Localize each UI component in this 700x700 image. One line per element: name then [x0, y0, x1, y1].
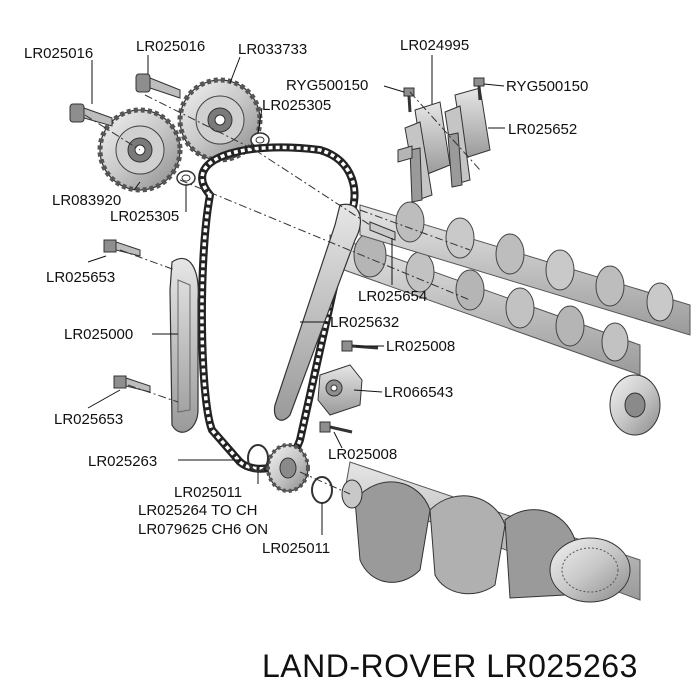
fixed-guide [273, 203, 362, 421]
label-lr024995: LR024995 [400, 37, 470, 54]
tensioner-guide [169, 257, 199, 433]
label-lr025000: LR025000 [64, 326, 134, 343]
label-lr079625: LR079625 CH6 ON [138, 521, 269, 538]
chain-tensioner [317, 364, 363, 416]
intake-camshaft [329, 232, 641, 376]
label-lr025654: LR025654 [358, 288, 428, 305]
seal-washer-lower [176, 170, 196, 186]
label-lr025652: LR025652 [508, 121, 578, 138]
solenoid-bolt-left [403, 87, 415, 113]
sprocket-bolt-left [69, 103, 113, 127]
label-lr025305-upper: LR025305 [262, 97, 332, 114]
crankshaft [341, 461, 641, 603]
solenoid-bolt-right [473, 77, 485, 101]
timing-chain [197, 143, 359, 473]
tensioner-bolt-lower [113, 375, 151, 393]
guide-pin [369, 221, 396, 241]
label-lr066543: LR066543 [384, 384, 454, 401]
label-lr033733: LR033733 [238, 41, 308, 58]
label-ryg500150-right: RYG500150 [506, 78, 589, 95]
vvt-solenoid-right [444, 87, 491, 188]
label-lr025632: LR025632 [330, 314, 400, 331]
vvt-solenoid-left [397, 101, 451, 203]
crank-sprocket [266, 443, 310, 493]
label-lr025011-upper: LR025011 [174, 484, 243, 501]
label-ryg500150-left: RYG500150 [286, 77, 369, 94]
label-lr025653-upper: LR025653 [46, 269, 116, 286]
label-lr025653-lower: LR025653 [54, 411, 124, 428]
label-lr025008-upper: LR025008 [386, 338, 456, 355]
sprocket-bolt-right [135, 73, 181, 99]
seal-washer-upper [250, 132, 270, 148]
part-caption: LAND-ROVER LR025263 [262, 648, 638, 684]
crank-seal-rear [311, 476, 333, 504]
label-lr025264: LR025264 TO CH [138, 502, 258, 519]
label-lr025008-lower: LR025008 [328, 446, 398, 463]
label-lr025011-lower: LR025011 [262, 540, 331, 557]
label-lr083920: LR083920 [52, 192, 122, 209]
guide-bolt-lower [319, 421, 353, 434]
alignment-lines [84, 91, 481, 495]
leader-lines [87, 55, 505, 535]
cam-sensor-wheel [609, 374, 661, 436]
label-lr025305-lower: LR025305 [110, 208, 180, 225]
label-lr025016-right: LR025016 [136, 38, 206, 55]
label-lr025263: LR025263 [88, 453, 158, 470]
tensioner-bolt-upper [103, 239, 141, 257]
label-lr025016-left: LR025016 [24, 45, 94, 62]
crank-seal-front [247, 444, 269, 472]
